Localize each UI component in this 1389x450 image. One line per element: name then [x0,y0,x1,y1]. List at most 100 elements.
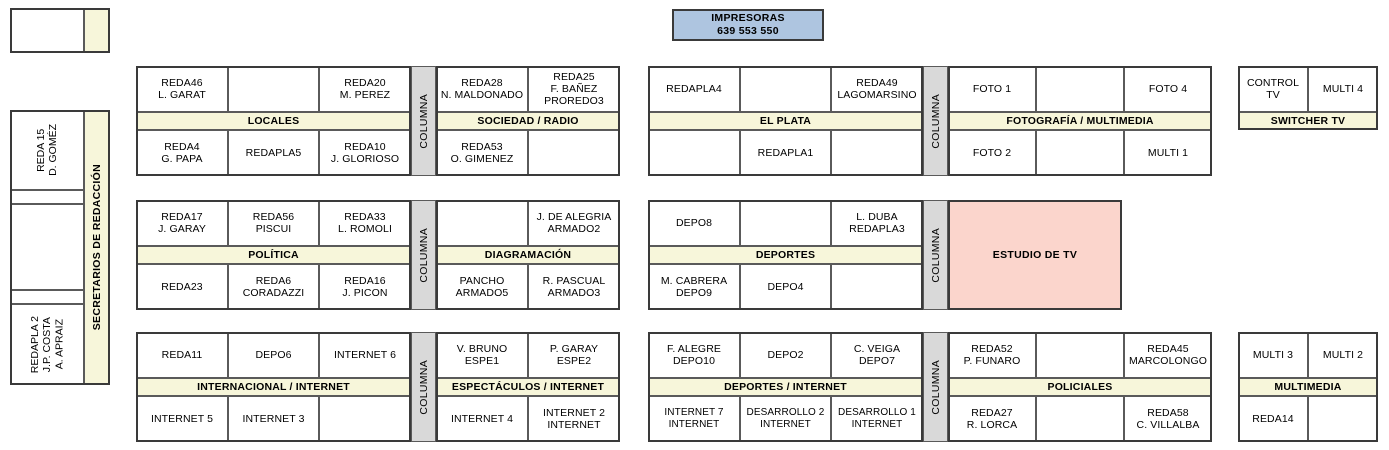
desk-cell[interactable]: REDA49 LAGOMARSINO [831,66,923,112]
desk-cell[interactable]: REDAPLA1 [740,130,831,176]
block-deportes: DEPO8 L. DUBA REDAPLA3 DEPORTES M. CABRE… [648,200,923,310]
desk-cell[interactable]: INTERNET 6 [319,332,411,378]
desk-cell[interactable] [1036,396,1124,442]
desk-cell[interactable]: INTERNET 5 [136,396,228,442]
desk-cell[interactable]: REDA27 R. LORCA [948,396,1036,442]
department-band-diagramacion[interactable]: DIAGRAMACIÓN [436,246,620,264]
desk-cell[interactable]: DESARROLLO 2 INTERNET [740,396,831,442]
desk-cell[interactable]: V. BRUNO ESPE1 [436,332,528,378]
desk-cell[interactable]: MULTI 1 [1124,130,1212,176]
department-band-politica[interactable]: POLÍTICA [136,246,411,264]
desk-cell[interactable]: DEPO4 [740,264,831,310]
columna-label: COLUMNA [929,93,942,149]
desk-cell[interactable] [528,130,620,176]
desk-cell[interactable] [319,396,411,442]
columna-pillar: COLUMNA [411,332,436,442]
desk-cell[interactable]: REDAPLA4 [648,66,740,112]
top-left-box-white[interactable] [10,8,84,53]
desk-cell[interactable]: FOTO 2 [948,130,1036,176]
department-band-fotografia-multimedia[interactable]: FOTOGRAFÍA / MULTIMEDIA [948,112,1212,130]
department-band-multimedia[interactable]: MULTIMEDIA [1238,378,1378,396]
columna-label: COLUMNA [417,359,430,415]
desk-cell[interactable]: INTERNET 7 INTERNET [648,396,740,442]
desk-cell[interactable] [831,264,923,310]
desk-cell[interactable]: CONTROL TV [1238,66,1308,112]
desk-cell[interactable]: REDA28 N. MALDONADO [436,66,528,112]
department-band-switcher-tv[interactable]: SWITCHER TV [1238,112,1378,130]
desk-cell[interactable]: PANCHO ARMADO5 [436,264,528,310]
department-band-espectaculos-internet[interactable]: ESPECTÁCULOS / INTERNET [436,378,620,396]
desk-cell[interactable]: REDA16 J. PICON [319,264,411,310]
desk-cell[interactable]: FOTO 4 [1124,66,1212,112]
desk-cell[interactable] [436,200,528,246]
department-band-locales[interactable]: LOCALES [136,112,411,130]
desk-cell[interactable]: REDA14 [1238,396,1308,442]
top-left-box-band[interactable] [84,8,110,53]
columna-label: COLUMNA [929,359,942,415]
sidebar-cell-3[interactable] [10,290,84,304]
desk-cell[interactable]: INTERNET 2 INTERNET [528,396,620,442]
sidebar-cell-1[interactable] [10,190,84,204]
desk-cell[interactable]: MULTI 4 [1308,66,1378,112]
department-band-deportes-internet[interactable]: DEPORTES / INTERNET [648,378,923,396]
sidebar-cell-0[interactable]: REDA 15 D. GOMÉZ [10,110,84,190]
desk-cell[interactable]: REDA45 MARCOLONGO [1124,332,1212,378]
desk-cell[interactable]: R. PASCUAL ARMADO3 [528,264,620,310]
block-politica: REDA17 J. GARAY REDA56 PISCUI REDA33 L. … [136,200,411,310]
desk-cell[interactable]: DEPO8 [648,200,740,246]
department-band-internacional-internet[interactable]: INTERNACIONAL / INTERNET [136,378,411,396]
sidebar-department-band[interactable]: SECRETARIOS DE REDACCIÓN [84,110,110,385]
desk-cell[interactable]: L. DUBA REDAPLA3 [831,200,923,246]
desk-cell[interactable] [1036,332,1124,378]
desk-cell[interactable] [740,66,831,112]
desk-cell[interactable]: REDA23 [136,264,228,310]
desk-cell[interactable]: REDA4 G. PAPA [136,130,228,176]
desk-cell[interactable]: DEPO6 [228,332,319,378]
desk-cell[interactable]: REDA6 CORADAZZI [228,264,319,310]
department-band-deportes[interactable]: DEPORTES [648,246,923,264]
desk-cell[interactable]: DEPO2 [740,332,831,378]
desk-cell[interactable]: J. DE ALEGRIA ARMADO2 [528,200,620,246]
desk-cell[interactable]: MULTI 2 [1308,332,1378,378]
desk-cell[interactable]: REDA52 P. FUNARO [948,332,1036,378]
desk-cell[interactable]: REDA58 C. VILLALBA [1124,396,1212,442]
desk-cell[interactable]: M. CABRERA DEPO9 [648,264,740,310]
desk-cell[interactable] [228,66,319,112]
block-deportes-internet: F. ALEGRE DEPO10 DEPO2 C. VEIGA DEPO7 DE… [648,332,923,442]
columna-label: COLUMNA [417,93,430,149]
department-band-sociedad-radio[interactable]: SOCIEDAD / RADIO [436,112,620,130]
desk-cell[interactable]: C. VEIGA DEPO7 [831,332,923,378]
desk-cell[interactable]: REDA33 L. ROMOLI [319,200,411,246]
desk-cell[interactable]: REDAPLA5 [228,130,319,176]
desk-cell[interactable] [1036,130,1124,176]
department-band-el-plata[interactable]: EL PLATA [648,112,923,130]
desk-cell[interactable] [1308,396,1378,442]
desk-cell[interactable]: P. GARAY ESPE2 [528,332,620,378]
desk-cell[interactable]: REDA11 [136,332,228,378]
printers-box[interactable]: IMPRESORAS 639 553 550 [672,9,824,41]
sidebar-cell-4[interactable]: REDAPLA 2 J.P. COSTA A. APRAIZ [10,304,84,385]
desk-cell[interactable] [740,200,831,246]
printers-numbers: 639 553 550 [717,25,779,37]
desk-cell[interactable]: REDA56 PISCUI [228,200,319,246]
desk-cell[interactable]: INTERNET 3 [228,396,319,442]
desk-cell[interactable]: REDA10 J. GLORIOSO [319,130,411,176]
desk-cell[interactable]: REDA53 O. GIMENEZ [436,130,528,176]
desk-cell[interactable]: REDA20 M. PEREZ [319,66,411,112]
desk-cell[interactable]: REDA25 F. BAÑEZ PROREDO3 [528,66,620,112]
desk-cell[interactable]: FOTO 1 [948,66,1036,112]
desk-cell[interactable]: INTERNET 4 [436,396,528,442]
desk-cell[interactable]: REDA46 L. GARAT [136,66,228,112]
desk-cell[interactable] [831,130,923,176]
desk-cell[interactable]: MULTI 3 [1238,332,1308,378]
estudio-de-tv[interactable]: ESTUDIO DE TV [948,200,1122,310]
department-band-policiales[interactable]: POLICIALES [948,378,1212,396]
desk-cell[interactable]: F. ALEGRE DEPO10 [648,332,740,378]
sidebar-cell-2[interactable] [10,204,84,290]
desk-cell[interactable]: DESARROLLO 1 INTERNET [831,396,923,442]
desk-cell[interactable] [648,130,740,176]
block-el-plata: REDAPLA4 REDA49 LAGOMARSINO EL PLATA RED… [648,66,923,176]
desk-cell[interactable] [1036,66,1124,112]
desk-cell[interactable]: REDA17 J. GARAY [136,200,228,246]
